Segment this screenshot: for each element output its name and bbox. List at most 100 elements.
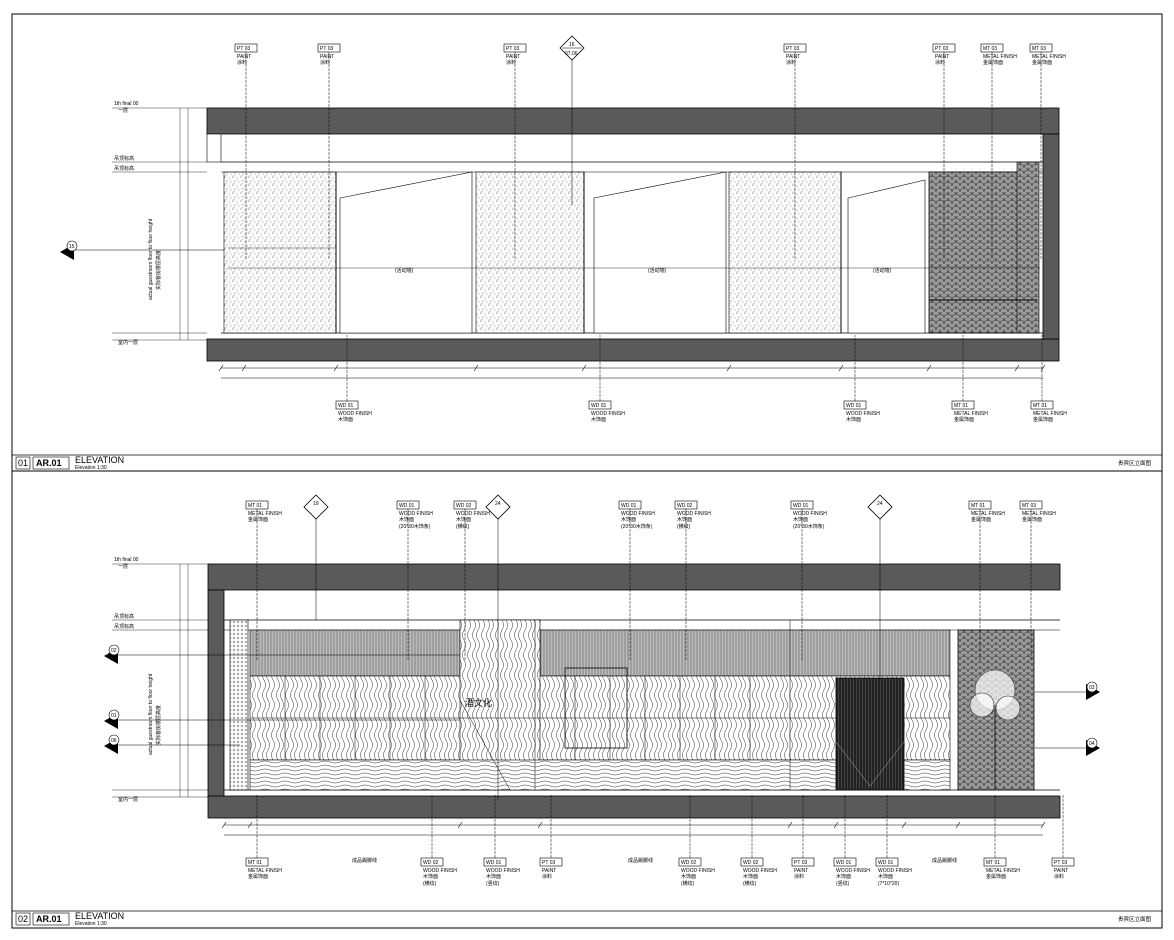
svg-text:16: 16 [569,42,575,48]
svg-text:成品踢脚线: 成品踢脚线 [628,857,653,864]
view-scale: Elevation 1:30 [75,465,107,471]
height-note: actual guestroom floor to floor height [148,673,154,755]
material-tag-text: 木饰面 [681,873,696,880]
floor-slab [206,338,1060,362]
material-tag-text: MT 03 [1032,46,1046,52]
material-tag-text: PAINT [935,54,949,60]
material-tag-text: 金属饰面 [1032,59,1052,66]
material-tag-text: PT 03 [1054,860,1067,866]
material-tag-text: WOOD FINISH [591,411,625,417]
material-tag-text: 金属饰面 [954,416,974,423]
height-note: actual guestroom floor to floor height [148,218,154,300]
material-tag-text: METAL FINISH [983,54,1017,60]
material-tag-text: (竖纹) [486,880,500,887]
material-tag-text: PT 03 [542,860,555,866]
material-tag-text: PT 03 [506,46,519,52]
svg-text:19: 19 [313,501,319,507]
dark-wood-door [835,677,905,791]
panel1-elevation: (活动墙) (活动墙) (活动墙) 1th final 00 一层 吊顶标高 吊… [12,35,1162,471]
material-tag-text: WOOD FINISH [846,411,880,417]
level-marks: 1th final 00 一层 吊顶标高 吊顶标高 室内一层 [112,557,208,803]
material-tag-text: (7*10*20) [878,881,899,887]
material-tag-text: (横纹) [456,523,470,530]
material-tag-text: PAINT [1054,868,1068,874]
material-tag-text: WD 02 [743,860,759,866]
panel2-frame [11,470,1163,929]
svg-text:成品踢脚线: 成品踢脚线 [932,857,957,864]
material-tag-text: 木饰面 [846,416,861,423]
panel2-elevation: 酒文化 1th final 00 一层 吊顶标高 吊顶标高 室内一层 actua… [12,494,1162,927]
door-label: (活动墙) [873,267,892,274]
material-tag-text: 金属饰面 [248,516,268,523]
material-tag-text: 涂料 [506,59,516,66]
material-tag-text: WOOD FINISH [456,511,490,517]
material-tag-text: (竖纹) [836,880,850,887]
material-tag-text: 金属饰面 [1022,516,1042,523]
section-callouts-left: 02 01 06 [104,644,460,754]
material-tag-text: 涂料 [794,873,804,880]
material-tag-text: PT 03 [237,46,250,52]
sheet-code: AR.01 [36,458,62,468]
svg-text:一层: 一层 [118,108,128,114]
material-tag-text: (20*30木饰条) [621,523,653,530]
svg-text:15: 15 [69,244,75,250]
material-tag-text: WD 02 [677,503,693,509]
material-tag-text: METAL FINISH [1022,511,1056,517]
door-label: (活动墙) [395,267,414,274]
section-callouts-right: 03 04 [1035,681,1100,756]
material-tag-text: METAL FINISH [971,511,1005,517]
material-tag-text: WOOD FINISH [399,511,433,517]
door-label: (活动墙) [648,267,667,274]
svg-text:04: 04 [1089,741,1095,747]
svg-text:成品踢脚线: 成品踢脚线 [352,857,377,864]
material-tag-text: 木饰面 [836,873,851,880]
material-tag-text: MT 01 [971,503,985,509]
material-tag-text: MT 01 [248,860,262,866]
svg-text:室内一层: 室内一层 [118,796,138,803]
material-tag-text: WD 01 [846,403,862,409]
sheet-code: AR.01 [36,914,62,924]
material-tag-text: 木饰面 [486,873,501,880]
material-tag-text: METAL FINISH [954,411,988,417]
stone-strip [229,619,249,791]
view-title-cn: 贵宾区立面图 [1118,459,1152,467]
svg-text:1th final 00: 1th final 00 [114,101,139,107]
material-tag-text: PAINT [320,54,334,60]
material-tag-text: 金属饰面 [986,873,1006,880]
wood-base-band [249,759,951,791]
material-tag-text: MT 03 [983,46,997,52]
material-tag-text: 木饰面 [743,873,758,880]
material-tag-text: (横纹) [423,880,437,887]
material-tag-text: PAINT [542,868,556,874]
door-leaf [339,171,473,334]
material-tag-text: WD 01 [878,860,894,866]
material-tag-text: WOOD FINISH [681,868,715,874]
view-number: 02 [18,914,28,924]
svg-text:一层: 一层 [118,564,128,570]
material-tag-text: METAL FINISH [1032,54,1066,60]
floor-slab [207,795,1061,819]
